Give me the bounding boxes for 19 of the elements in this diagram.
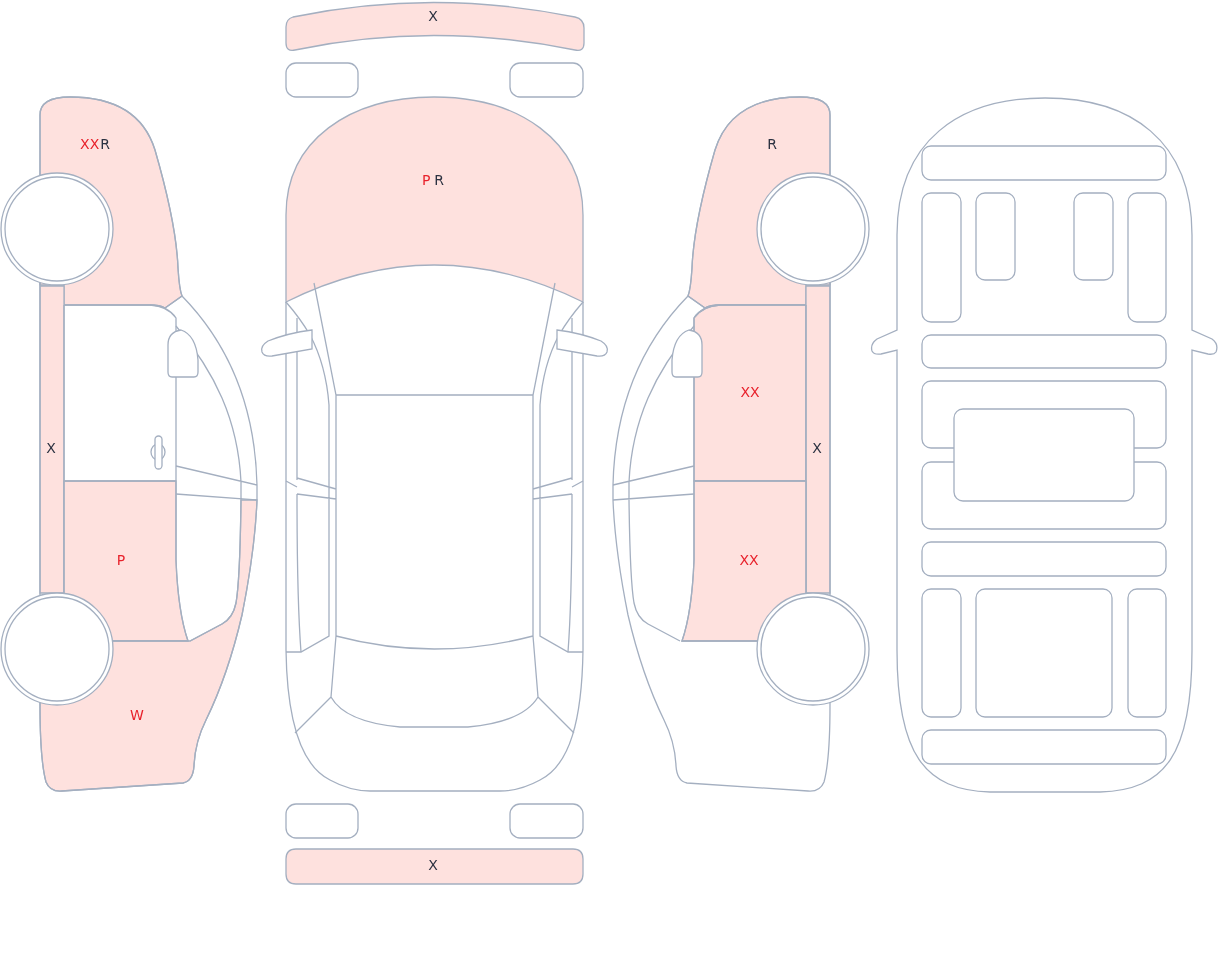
damage-code: W — [130, 707, 144, 723]
car-body-panel — [806, 286, 830, 593]
car-body-panel — [286, 97, 583, 302]
damage-code: R — [767, 136, 777, 152]
damage-code: XX — [740, 384, 760, 400]
car-body-panel — [694, 305, 806, 481]
damage-code: X — [428, 8, 438, 24]
damage-code: P — [116, 552, 126, 568]
damage-code: P — [421, 172, 431, 188]
damage-code: X — [812, 440, 822, 456]
damage-code: R — [434, 172, 445, 188]
car-body-panel — [40, 286, 64, 593]
damage-code: XX — [80, 136, 100, 152]
car-body-panel — [286, 849, 583, 884]
car-body-panel — [286, 2, 584, 52]
damage-code: X — [428, 857, 438, 873]
damage-code: X — [46, 440, 56, 456]
damage-code: R — [100, 136, 110, 152]
damage-code: XX — [739, 552, 759, 568]
